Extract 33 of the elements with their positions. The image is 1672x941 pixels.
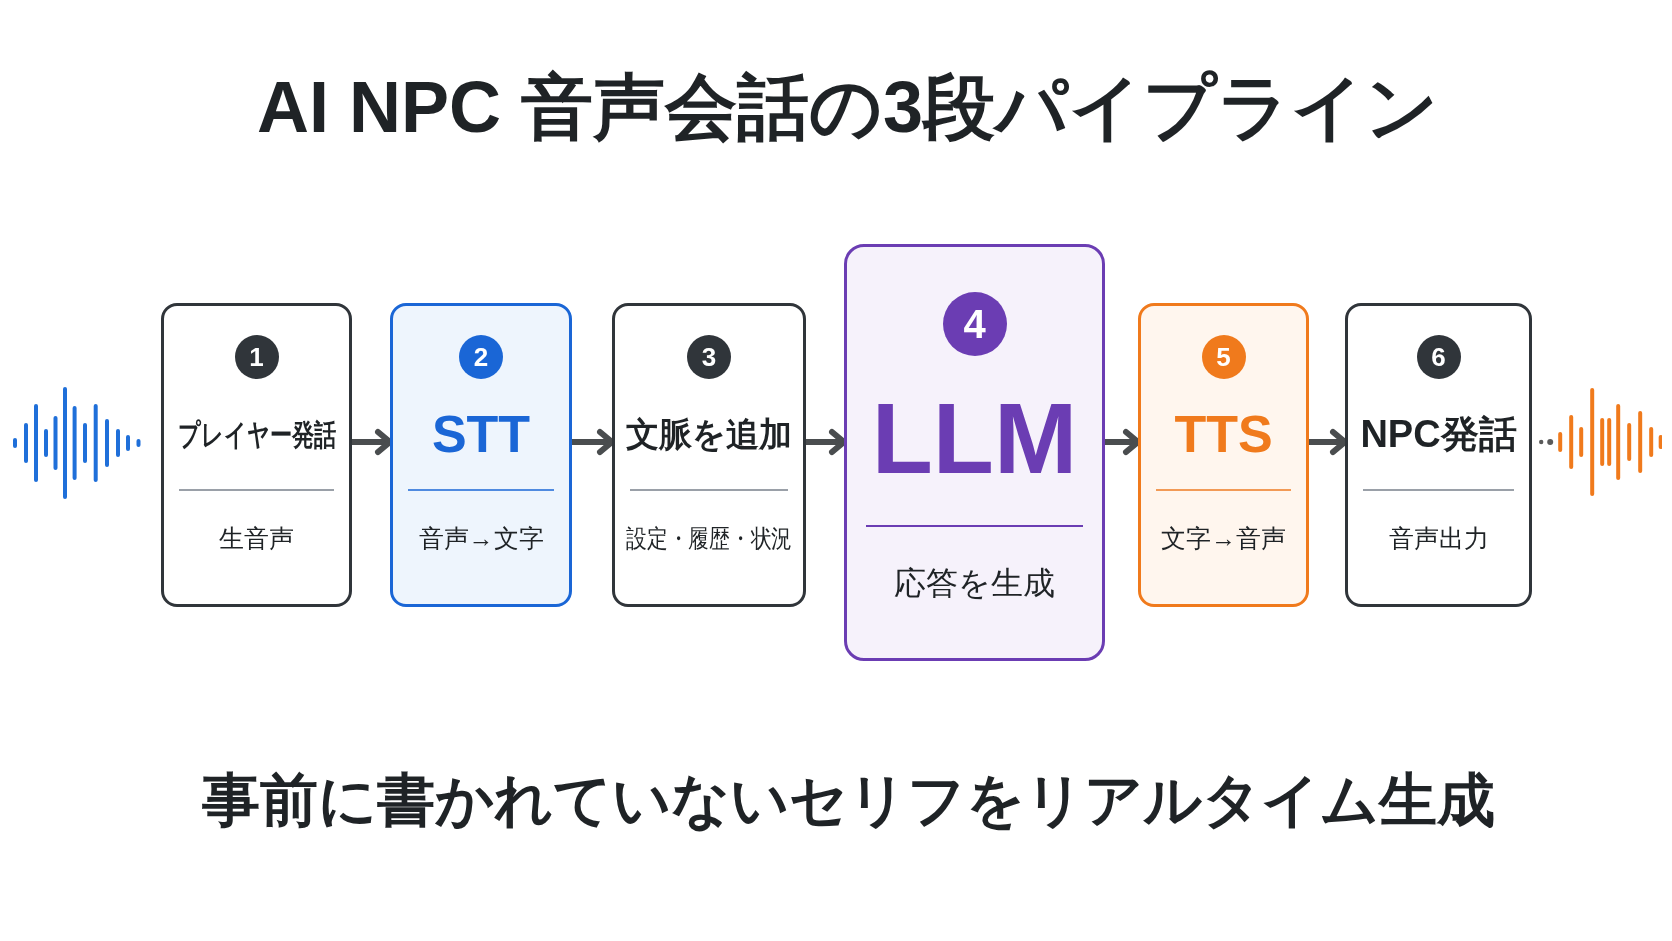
step-description: 生音声 [219, 523, 294, 553]
number-badge: 6 [1416, 335, 1461, 379]
number-badge: 5 [1201, 335, 1246, 379]
step-title: プレイヤー発話 [177, 417, 336, 453]
step-description: 設定・履歴・状況 [626, 523, 792, 553]
number-badge: 4 [942, 292, 1007, 356]
process-box [844, 244, 1105, 661]
step-title: LLM [871, 380, 1078, 496]
number-badge: 1 [234, 335, 279, 379]
process-box [612, 303, 806, 607]
process-box [1345, 303, 1532, 607]
step-title: STT [431, 405, 531, 465]
sound-wave-icon [13, 387, 141, 499]
step-description: 応答を生成 [894, 564, 1055, 602]
arrow [806, 429, 847, 455]
number-badge: 2 [459, 335, 503, 379]
arrow [352, 429, 393, 455]
sound-wave-icon [1538, 388, 1663, 496]
step-title: 文脈を追加 [626, 415, 792, 455]
title: AI NPC 音声会話の3段パイプライン [256, 65, 1440, 149]
step-title: NPC発話 [1360, 413, 1517, 457]
step-description: 文字→音声 [1161, 523, 1286, 553]
arrow [1309, 429, 1348, 455]
process-box [1138, 303, 1309, 607]
step-description: 音声出力 [1388, 523, 1489, 553]
arrow [1105, 429, 1141, 455]
number-badge: 3 [687, 335, 731, 379]
process-box [390, 303, 572, 607]
caption: 事前に書かれていないセリフをリアルタイム生成 [201, 766, 1495, 834]
step-title: TTS [1174, 405, 1273, 465]
step-description: 音声→文字 [418, 523, 544, 553]
arrow [572, 429, 615, 455]
process-box [161, 303, 352, 607]
